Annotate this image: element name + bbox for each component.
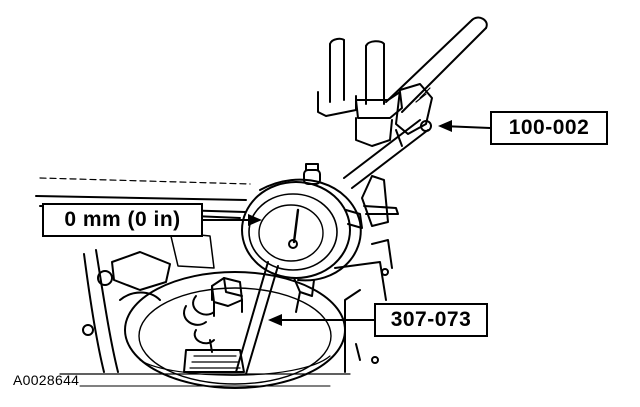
cylinder-bore [124,271,346,389]
figure-identifier: A0028644 [13,372,80,388]
indicator-probe [235,261,315,375]
callout-tool-307-073: 307-073 [374,303,488,337]
callout-zero-reading: 0 mm (0 in) [42,203,203,237]
leader-arrows [202,120,491,326]
valve-spring [183,295,245,373]
bracket-fixture [317,37,433,147]
extension-rod [385,16,488,113]
indicator-arm [343,119,429,227]
hex-bolt [211,277,243,317]
dial-indicator [241,163,363,282]
cylinder-wall [82,231,215,373]
callout-tool-100-002: 100-002 [490,111,608,145]
